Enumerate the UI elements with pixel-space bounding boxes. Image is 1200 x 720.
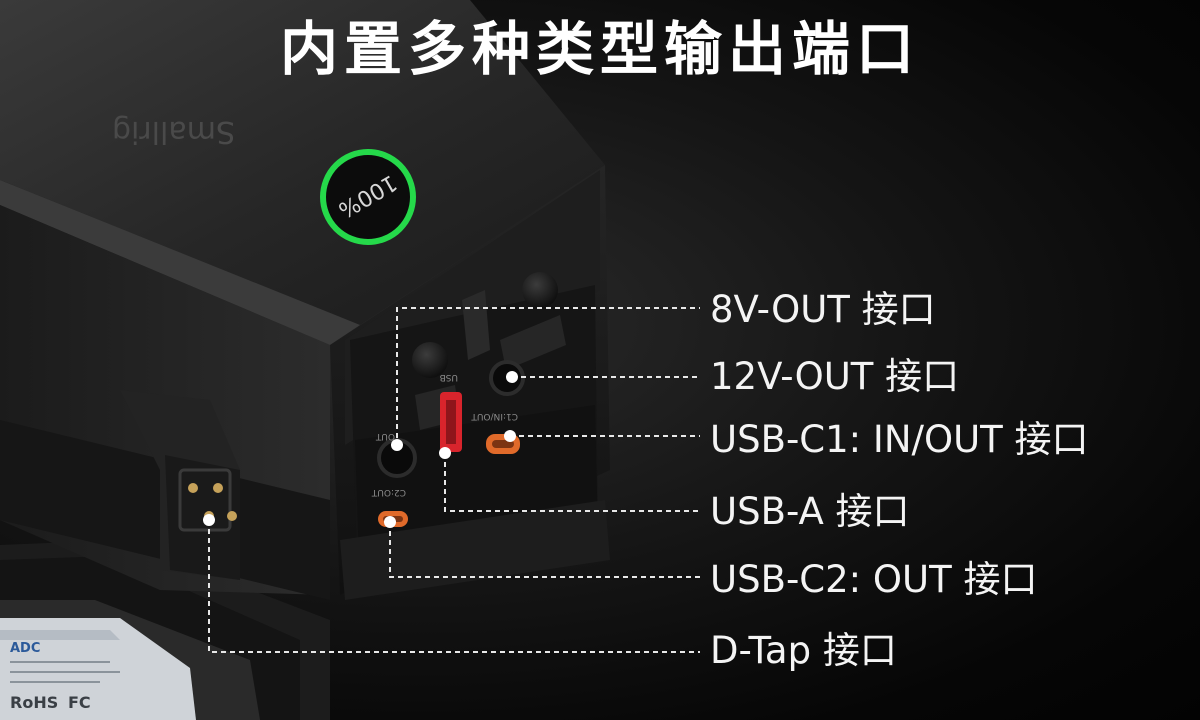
callout-dots (203, 371, 518, 528)
callout-dot-icon (504, 430, 516, 442)
port-label-usb-c2: USB-C2: OUT 接口 (710, 558, 1038, 601)
port-panel: OUT USB C1:IN/OUT C2:OUT (178, 272, 566, 532)
port-label-d-tap: D-Tap 接口 (710, 629, 897, 672)
usb-a-marking: USB (440, 372, 458, 382)
port-label-12v: 12V-OUT 接口 (710, 355, 960, 398)
sticker-adc-text: ADC (10, 641, 40, 656)
compliance-sticker: ADC RoHS FC (0, 618, 196, 720)
callout-dot-icon (391, 439, 403, 451)
callout-dot-icon (203, 514, 215, 526)
sticker-fc-text: FC (68, 693, 91, 712)
port-label-8v: 8V-OUT 接口 (710, 288, 936, 331)
top-panel-details: Smallrig 100% (112, 114, 416, 245)
leader-line-8v (396, 307, 700, 447)
port-label-usb-a: USB-A 接口 (710, 490, 910, 533)
callout-dot-icon (439, 447, 451, 459)
port-label-usb-c1: USB-C1: IN/OUT 接口 (710, 418, 1089, 461)
page-headline: 内置多种类型输出端口 (279, 15, 920, 83)
usb-c1-marking: C1:IN/OUT (471, 411, 518, 421)
power-bank-body (0, 0, 610, 600)
port-8v-marking: OUT (375, 431, 395, 441)
callout-dot-icon (384, 516, 396, 528)
leader-line-d-tap (208, 520, 700, 653)
brand-logo-text: Smallrig (112, 114, 235, 149)
leader-line-usb-a (444, 453, 700, 512)
usb-c2-marking: C2:OUT (371, 487, 406, 497)
battery-level-ring-icon (320, 149, 416, 245)
callout-lines (208, 307, 700, 653)
sticker-rohs-text: RoHS (10, 693, 58, 712)
callout-dot-icon (506, 371, 518, 383)
leader-line-usb-c2 (389, 522, 700, 578)
